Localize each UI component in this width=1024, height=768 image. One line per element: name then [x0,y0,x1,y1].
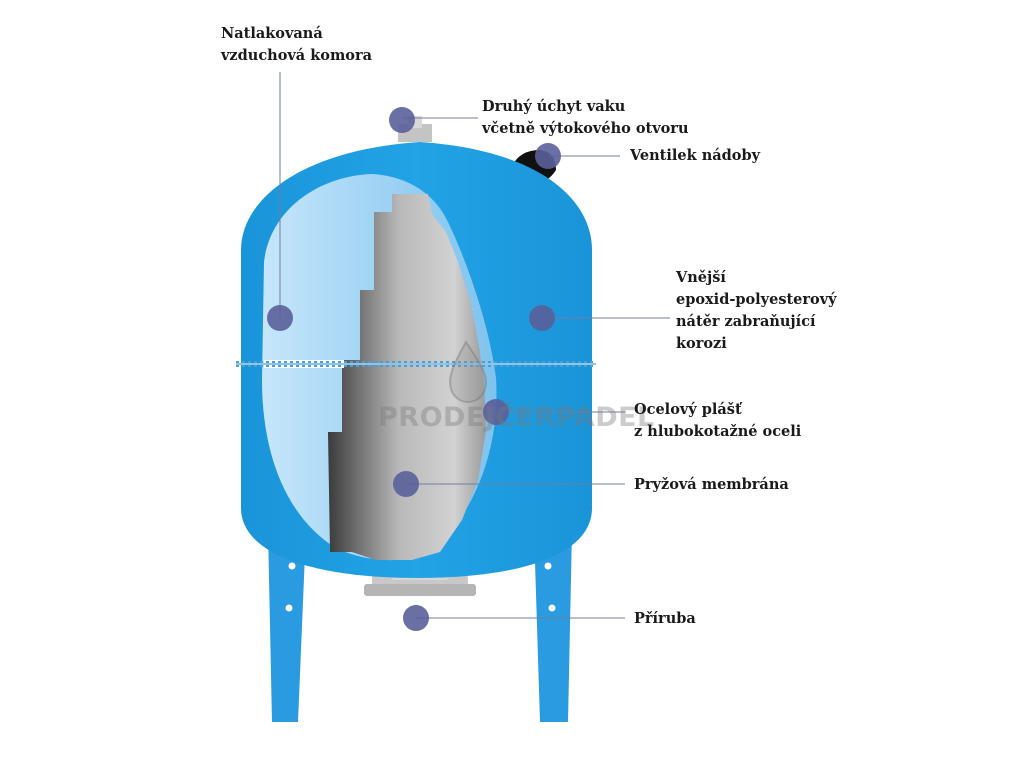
label-flange: Příruba [634,608,696,630]
label-line: Ventilek nádoby [630,147,761,164]
label-line: včetně výtokového otvoru [482,120,689,137]
marker-second-mount [389,107,415,133]
label-air-chamber: Natlakovaná vzduchová komora [221,23,372,67]
marker-membrane [393,471,419,497]
leg-left-hole [285,604,293,612]
tank-legs [268,530,572,722]
label-valve: Ventilek nádoby [630,145,760,167]
label-line: Pryžová membrána [634,476,789,493]
label-line: Druhý úchyt vaku [482,98,626,115]
leg-left [268,530,306,722]
callout-markers [267,107,561,631]
label-line: Vnější [676,269,726,286]
label-line: z hlubokotažné oceli [634,423,802,440]
label-line: Příruba [634,610,696,627]
label-membrane: Pryžová membrána [634,474,789,496]
membrane-bag [328,194,486,560]
marker-valve [535,143,561,169]
water-drop-icon [448,340,488,404]
marker-shell [483,399,509,425]
leg-right [534,530,572,722]
label-shell: Ocelový plášť z hlubokotažné oceli [634,399,801,443]
marker-flange [403,605,429,631]
leg-right-hole [548,604,556,612]
label-coating: Vnější epoxid-polyesterový nátěr zabraňu… [676,267,837,355]
label-line: vzduchová komora [221,47,373,64]
marker-coating [529,305,555,331]
label-line: Natlakovaná [221,25,323,42]
leg-right-hole [544,562,552,570]
leg-left-hole [288,562,296,570]
marker-air-chamber [267,305,293,331]
label-second-mount: Druhý úchyt vaku včetně výtokového otvor… [482,96,689,140]
label-line: epoxid-polyesterový [676,291,837,308]
label-line: korozi [676,335,727,352]
label-line: nátěr zabraňující [676,313,816,330]
watermark-text: PRODEJČERPADEL [378,402,655,433]
label-line: Ocelový plášť [634,401,742,418]
